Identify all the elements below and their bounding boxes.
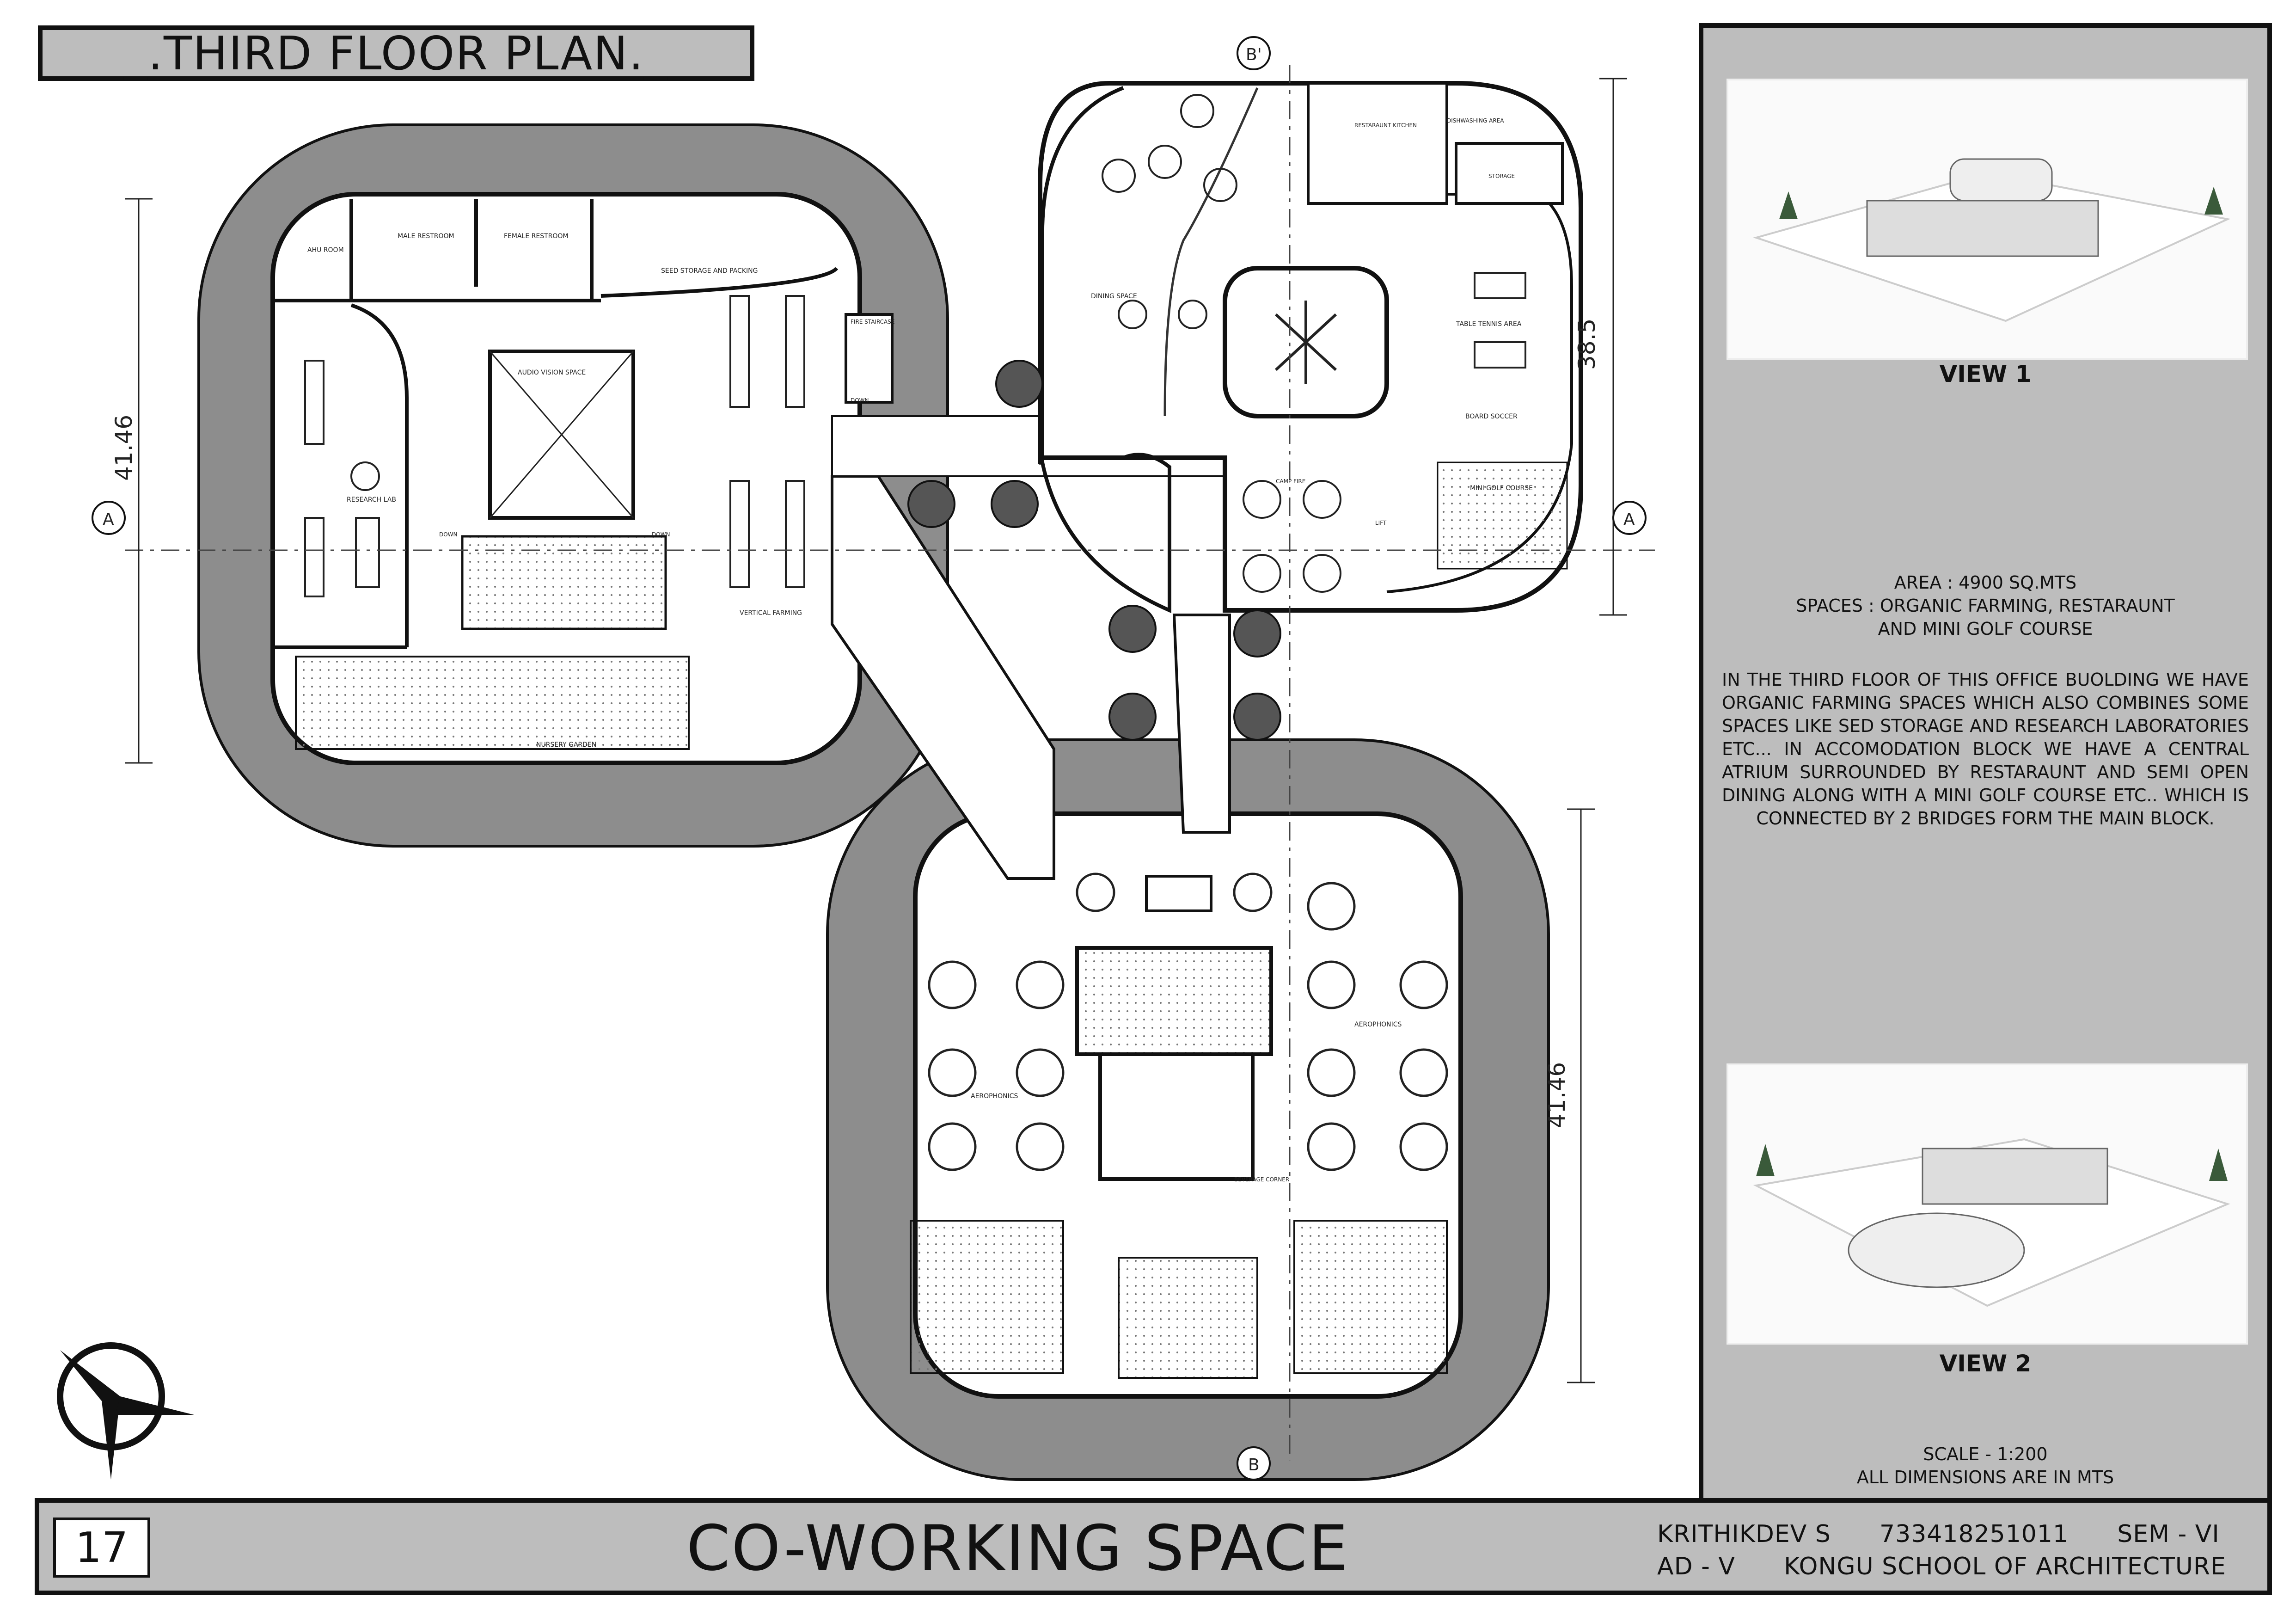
dim-right-top: 38.5 — [1574, 319, 1600, 370]
dimension-lines — [125, 78, 1627, 1383]
aerophonic-pods — [928, 872, 1448, 1171]
section-markers — [92, 36, 1647, 1481]
marker-b-top: B' — [1246, 45, 1262, 64]
dining-curve — [1040, 86, 1171, 614]
inner-path — [1163, 87, 1259, 417]
table-tennis-tables — [1474, 272, 1526, 369]
landscape-trees — [907, 360, 1281, 741]
dim-right-bottom: 41.46 — [1543, 1062, 1570, 1128]
dimensions-note: ALL DIMENSIONS ARE IN MTS — [1856, 1467, 2114, 1487]
area-line: AREA : 4900 SQ.MTS — [1894, 572, 2077, 593]
vertical-farming-racks — [729, 295, 805, 588]
nursery-garden — [295, 656, 690, 750]
room-nursery-garden: NURSERY GARDEN — [536, 741, 596, 749]
marker-a-right: A — [1623, 510, 1635, 529]
room-kitchen: RESTARAUNT KITCHEN — [1354, 122, 1417, 129]
page-number: 17 — [53, 1518, 150, 1578]
room-storage: STORAGE — [1488, 173, 1515, 179]
label-down-3: DOWN — [851, 397, 869, 404]
marker-b-bottom: B — [1248, 1456, 1260, 1475]
room-audio-vision: AUDIO VISION SPACE — [518, 369, 586, 376]
north-arrow-icon — [57, 1342, 194, 1480]
room-board-soccer: BOARD SOCCER — [1465, 413, 1518, 420]
room-research-lab: RESEARCH LAB — [347, 496, 396, 504]
floor-plan-drawing: 41.46 38.5 41.46 A A B' B AHU ROOM MALE … — [57, 36, 1655, 1481]
room-beverage-corner: BEVERAGE CORNER — [1234, 1176, 1289, 1183]
author-line: KRITHIKDEV S 733418251011 SEM - VI — [1657, 1520, 2220, 1548]
view2-label: VIEW 2 — [1939, 1350, 2032, 1377]
room-camp-fire: CAMP FIRE — [1276, 478, 1305, 485]
room-table-tennis: TABLE TENNIS AREA — [1456, 320, 1522, 328]
room-seed-storage: SEED STORAGE AND PACKING — [661, 267, 758, 275]
restaurant-kitchen — [1307, 82, 1448, 205]
label-down-1: DOWN — [439, 531, 458, 538]
lower-open-court — [1098, 1052, 1255, 1181]
view1-render — [1727, 79, 2248, 360]
storage-room — [1455, 142, 1564, 205]
marker-a-left: A — [103, 510, 114, 529]
label-down-2: DOWN — [652, 531, 670, 538]
view1-label: VIEW 1 — [1939, 361, 2032, 387]
lower-stair-core — [1075, 946, 1273, 1056]
room-dishwashing: DISHWASHING AREA — [1447, 117, 1504, 124]
side-panel: VIEW 1 AREA : 4900 SQ.MTS SPACES : ORGAN… — [1699, 23, 2272, 1505]
view1-model-icon — [1753, 158, 2231, 322]
room-aerophonics-right: AEROPHONICS — [1354, 1021, 1402, 1028]
sheet-title: _.THIRD FLOOR PLAN._ — [38, 25, 754, 81]
room-lift: LIFT — [1375, 520, 1387, 526]
room-aerophonics-left: AEROPHONICS — [971, 1093, 1018, 1100]
scale-note: SCALE - 1:200 — [1923, 1444, 2048, 1464]
camp-fire-seats — [1243, 480, 1341, 593]
view2-render — [1727, 1063, 2248, 1345]
lower-lift-core — [1145, 875, 1212, 912]
room-dining: DINING SPACE — [1091, 293, 1137, 300]
spaces-line: SPACES : ORGANIC FARMING, RESTARAUNT — [1796, 596, 2175, 616]
room-mini-golf: MINI GOLF COURSE — [1470, 485, 1533, 492]
room-male-restroom: MALE RESTROOM — [398, 233, 454, 240]
dining-tables — [1102, 94, 1237, 329]
atrium-planters — [461, 535, 667, 630]
room-ahu: AHU ROOM — [307, 246, 344, 254]
room-female-restroom: FEMALE RESTROOM — [504, 233, 569, 240]
footer-bar: 17 CO-WORKING SPACE KRITHIKDEV S 7334182… — [35, 1498, 2272, 1595]
room-fire-staircase: FIRE STAIRCASE — [851, 319, 894, 325]
description: IN THE THIRD FLOOR OF THIS OFFICE BUOLDI… — [1722, 670, 2249, 829]
spaces-line-2: AND MINI GOLF COURSE — [1878, 619, 2093, 639]
mini-golf-course — [1437, 461, 1568, 570]
main-block-walls — [273, 199, 839, 649]
school-line: AD - V KONGU SCHOOL OF ARCHITECTURE — [1657, 1553, 2226, 1580]
project-title: CO-WORKING SPACE — [686, 1512, 1349, 1585]
research-benches — [304, 360, 380, 597]
bridge-right — [1172, 614, 1231, 834]
fire-staircase — [845, 313, 894, 404]
dim-left: 41.46 — [110, 415, 137, 481]
room-vertical-farming: VERTICAL FARMING — [740, 609, 802, 617]
hydroponic-beds — [910, 1220, 1448, 1379]
view2-model-icon — [1753, 1138, 2230, 1307]
atrium-tree — [1274, 301, 1337, 384]
